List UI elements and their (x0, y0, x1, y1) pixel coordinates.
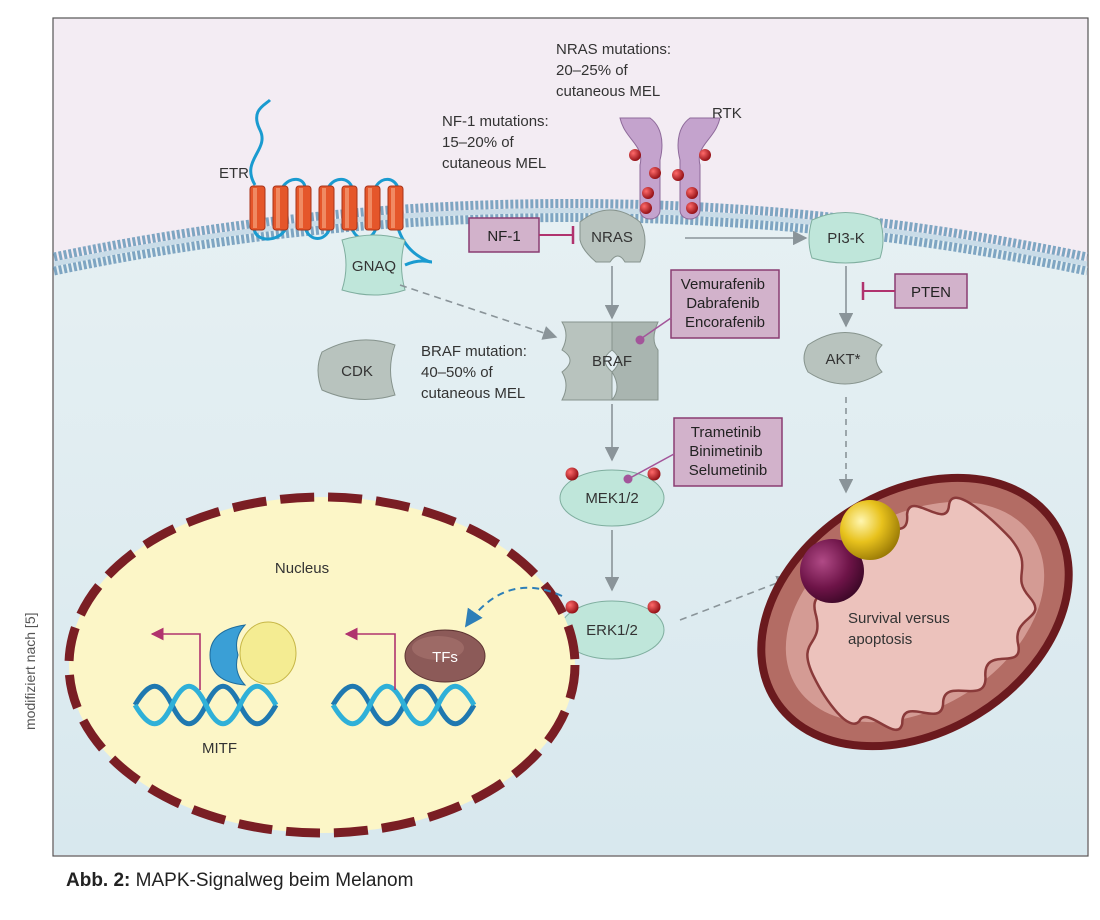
arrow-erk-to-tfs (464, 586, 563, 628)
braf-inhibitor-list: Vemurafenib Dabrafenib Encorafenib (681, 276, 769, 331)
akt-protein: AKT* (803, 332, 883, 385)
gnaq-protein: GNAQ (341, 234, 433, 296)
nras-protein: NRAS (579, 209, 646, 263)
nucleus (64, 492, 580, 838)
pi3k-label: PI3-K (827, 230, 865, 247)
pten-inhibitor-box (894, 273, 968, 309)
arrow-gnaq-to-braf (399, 284, 558, 340)
rtk-label: RTK (712, 105, 742, 122)
credit-text: modifiziert nach [5] (22, 612, 38, 731)
caption-text: MAPK-Signalweg beim Melanom (135, 870, 414, 891)
mek-phospho-right (647, 467, 661, 481)
nucleus-label: Nucleus (275, 560, 329, 577)
mitochondrion-purple-ball (800, 539, 864, 603)
cdk-protein: CDK (317, 339, 396, 400)
pi3k-protein: PI3-K (808, 212, 884, 264)
mitf-label: MITF (202, 740, 237, 757)
mek-label: MEK1/2 (585, 490, 638, 507)
mapk-pathway-diagram: ETR RTK NRAS mutations: 20–25% of cutane… (52, 17, 1089, 857)
braf-inhibitor-connector (641, 317, 672, 339)
nf1-inhibitor-box (468, 217, 540, 253)
pten-label: PTEN (911, 284, 951, 301)
rtk-receptor (619, 117, 721, 220)
figure-caption: Abb. 2: MAPK-Signalweg beim Melanom (66, 870, 413, 892)
braf-protein: BRAF (561, 321, 659, 401)
mitf-transcription-arrow (150, 627, 201, 690)
cell-membrane (53, 199, 1088, 276)
etr-label: ETR (219, 165, 249, 182)
akt-label: AKT* (825, 351, 860, 368)
dna-helix-right (330, 683, 477, 727)
braf-inhibitor-box (670, 269, 780, 339)
braf-label: BRAF (592, 353, 632, 370)
braf-mutation-note: BRAF mutation: 40–50% of cutaneous MEL (421, 343, 531, 402)
tfs-protein: TFs (404, 629, 486, 683)
nras-label: NRAS (591, 229, 633, 246)
mek-phospho-left (565, 467, 579, 481)
arrow-erk-to-mitochondrion (679, 575, 792, 621)
nras-mutation-note: NRAS mutations: 20–25% of cutaneous MEL (556, 41, 675, 100)
mek-inhibitor-box (673, 417, 783, 487)
dna-helix-left (132, 683, 279, 727)
etr-receptor (249, 98, 431, 264)
nf1-label: NF-1 (487, 228, 520, 245)
erk-phospho-left (565, 600, 579, 614)
survival-label: Survival versus apoptosis (848, 610, 954, 648)
mek-inhibitor-connector (629, 453, 675, 479)
nf1-mutation-note: NF-1 mutations: 15–20% of cutaneous MEL (442, 113, 553, 172)
gnaq-label: GNAQ (352, 258, 396, 275)
erk-protein: ERK1/2 (559, 600, 665, 660)
erk-label: ERK1/2 (586, 622, 638, 639)
erk-phospho-right (647, 600, 661, 614)
mitochondrion-yellow-ball (840, 500, 900, 560)
mek-protein: MEK1/2 (559, 467, 665, 527)
mitf-protein (209, 621, 297, 686)
tfs-transcription-arrow (344, 627, 396, 690)
caption-prefix: Abb. 2: (66, 870, 131, 891)
mek-inhibitor-list: Trametinib Binimetinib Selumetinib (689, 424, 767, 479)
tfs-label: TFs (432, 649, 458, 666)
cdk-label: CDK (341, 363, 373, 380)
